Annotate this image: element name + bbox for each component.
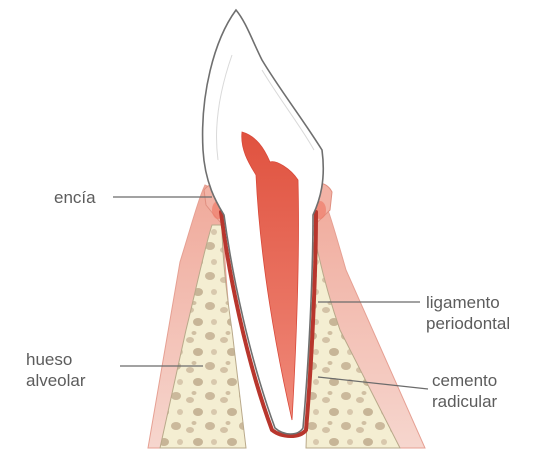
label-cementum-line1: cemento bbox=[432, 370, 497, 391]
label-periodontal-ligament: ligamento periodontal bbox=[426, 292, 510, 334]
label-root-cementum: cemento radicular bbox=[432, 370, 497, 412]
label-alveolar-bone-line2: alveolar bbox=[26, 370, 86, 391]
label-alveolar-bone-line1: hueso bbox=[26, 349, 86, 370]
label-gingiva-text: encía bbox=[54, 187, 96, 208]
label-gingiva: encía bbox=[54, 187, 96, 208]
label-ligament-line2: periodontal bbox=[426, 313, 510, 334]
label-cementum-line2: radicular bbox=[432, 391, 497, 412]
label-alveolar-bone: hueso alveolar bbox=[26, 349, 86, 391]
label-ligament-line1: ligamento bbox=[426, 292, 510, 313]
